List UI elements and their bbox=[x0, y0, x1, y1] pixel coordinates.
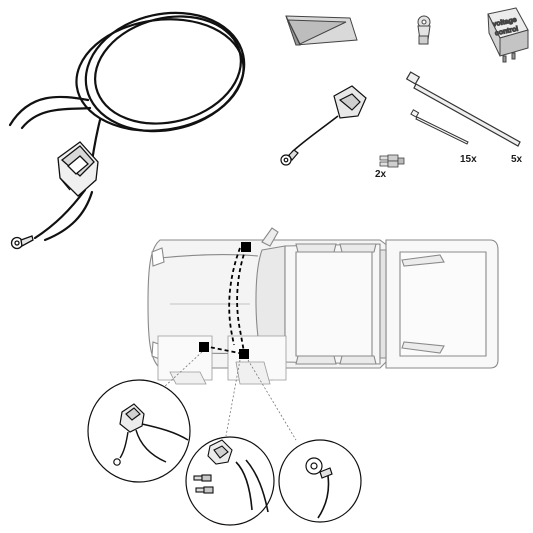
detail-connector-splice bbox=[185, 436, 275, 526]
long-tie-quantity: 5x bbox=[511, 154, 523, 165]
harness-plug-icon bbox=[57, 141, 99, 197]
cable-tie-quantity: 15x bbox=[460, 154, 477, 165]
marker-battery bbox=[199, 342, 209, 352]
wiring-harness-coil bbox=[8, 11, 246, 242]
terminal-quantity: 2x bbox=[375, 169, 387, 180]
voltage-control-relay-icon: voltage control bbox=[487, 7, 529, 63]
marker-dashboard bbox=[241, 242, 251, 252]
connection-point-markers bbox=[199, 242, 251, 359]
vehicle-top-view bbox=[147, 227, 499, 381]
ring-terminal-icon bbox=[10, 235, 34, 250]
wiring-route bbox=[203, 247, 247, 355]
connector-with-ground-icon bbox=[280, 85, 367, 166]
spade-terminals-icon bbox=[379, 154, 405, 168]
marker-fuse bbox=[239, 349, 249, 359]
detail-leader-lines bbox=[149, 351, 297, 441]
detail-ground-terminal bbox=[278, 439, 362, 523]
adhesive-pad-icon bbox=[285, 15, 358, 46]
detail-plug-connection bbox=[87, 379, 191, 483]
cable-lug-icon bbox=[417, 15, 431, 45]
cable-tie-short-icon bbox=[410, 109, 469, 145]
cable-tie-long-icon bbox=[405, 71, 521, 147]
